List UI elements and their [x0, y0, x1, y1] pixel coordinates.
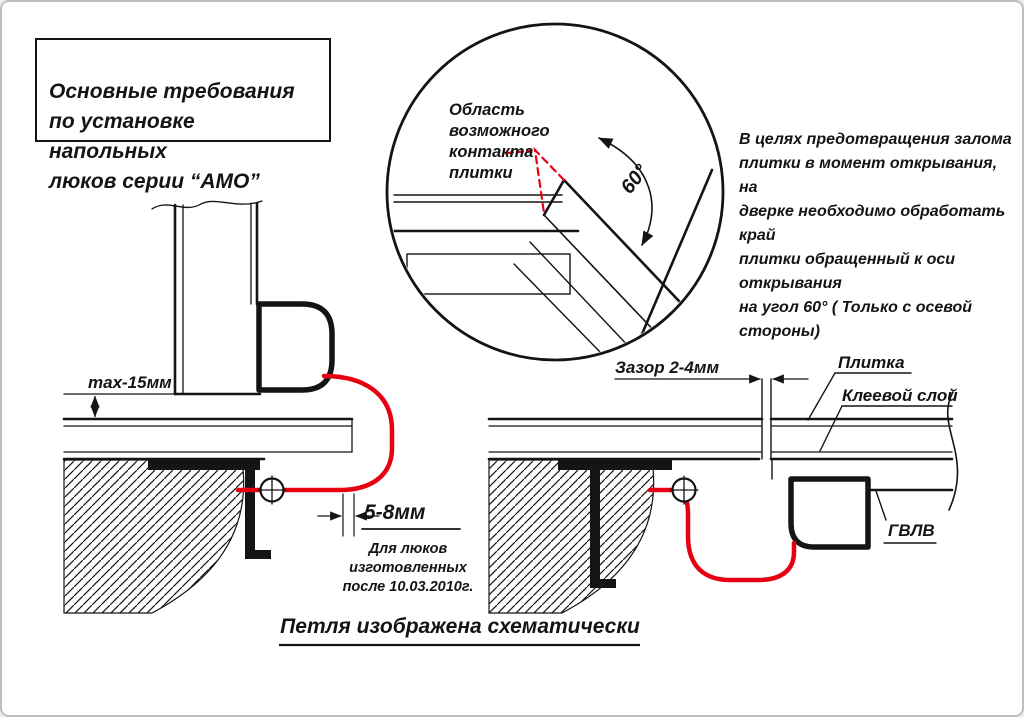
manufacture-date-note: Для люков изготовленных после 10.03.2010…: [342, 541, 474, 595]
hinge-pivot-icon: [257, 475, 287, 505]
page-title: Основные требования по установке напольн…: [49, 80, 295, 193]
door-profile: [256, 301, 335, 393]
detail-circle-view: [385, 22, 725, 362]
max15-dimension: [63, 393, 183, 418]
concrete-hatch: [63, 459, 245, 614]
concrete-hatch: [488, 459, 655, 614]
door-profile-closed: [788, 476, 871, 550]
tile-label: Плитка: [838, 353, 905, 372]
clearance-dimension-label: Зазор 2-4мм: [615, 358, 720, 377]
frame-profile: [558, 460, 672, 588]
contact-corner-highlight: [533, 146, 566, 215]
engineering-note: В целях предотвращения залома плитки в м…: [739, 131, 1012, 340]
frame-profile: [148, 460, 271, 559]
title-box: Основные требования по установке напольн…: [35, 38, 331, 193]
hinge-strap: [647, 487, 797, 583]
break-line: [946, 391, 959, 511]
adhesive-layer-label: Клеевой слой: [842, 386, 958, 405]
contact-area-label: Область возможного контакта плитки: [449, 101, 550, 182]
right-section-view: [487, 372, 959, 614]
hinge-pivot-icon: [669, 475, 699, 505]
label-leaders: [807, 372, 953, 544]
angle-arc: [598, 137, 654, 246]
left-section-view: [62, 200, 461, 614]
gap58-dimension: [317, 493, 461, 537]
hinge-strap: [235, 373, 395, 493]
max-dimension-label: max-15мм: [88, 373, 172, 392]
footer-caption: Петля изображена схематически: [280, 615, 640, 638]
gap-dimension-label: 5-8мм: [364, 501, 426, 524]
contact-leader: [505, 149, 532, 155]
gypsum-board-label: ГВЛВ: [888, 521, 935, 540]
break-line: [151, 200, 263, 210]
